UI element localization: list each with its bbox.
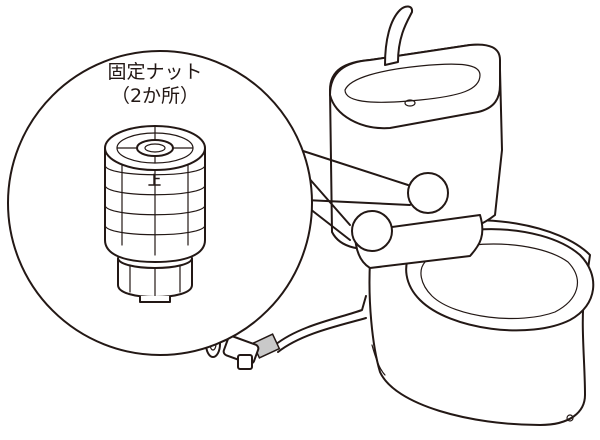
nut-location-circle-1 xyxy=(407,172,449,214)
toilet-tank xyxy=(329,5,503,269)
fixing-nut-label: 固定ナット xyxy=(107,61,203,83)
nut-location-circle-2 xyxy=(351,210,393,252)
nut-up-mark: 上 xyxy=(148,174,162,189)
fixing-nut xyxy=(104,125,206,303)
callout-title: 固定ナット （2か所） xyxy=(90,60,220,108)
quantity-label: （2か所） xyxy=(110,85,200,107)
